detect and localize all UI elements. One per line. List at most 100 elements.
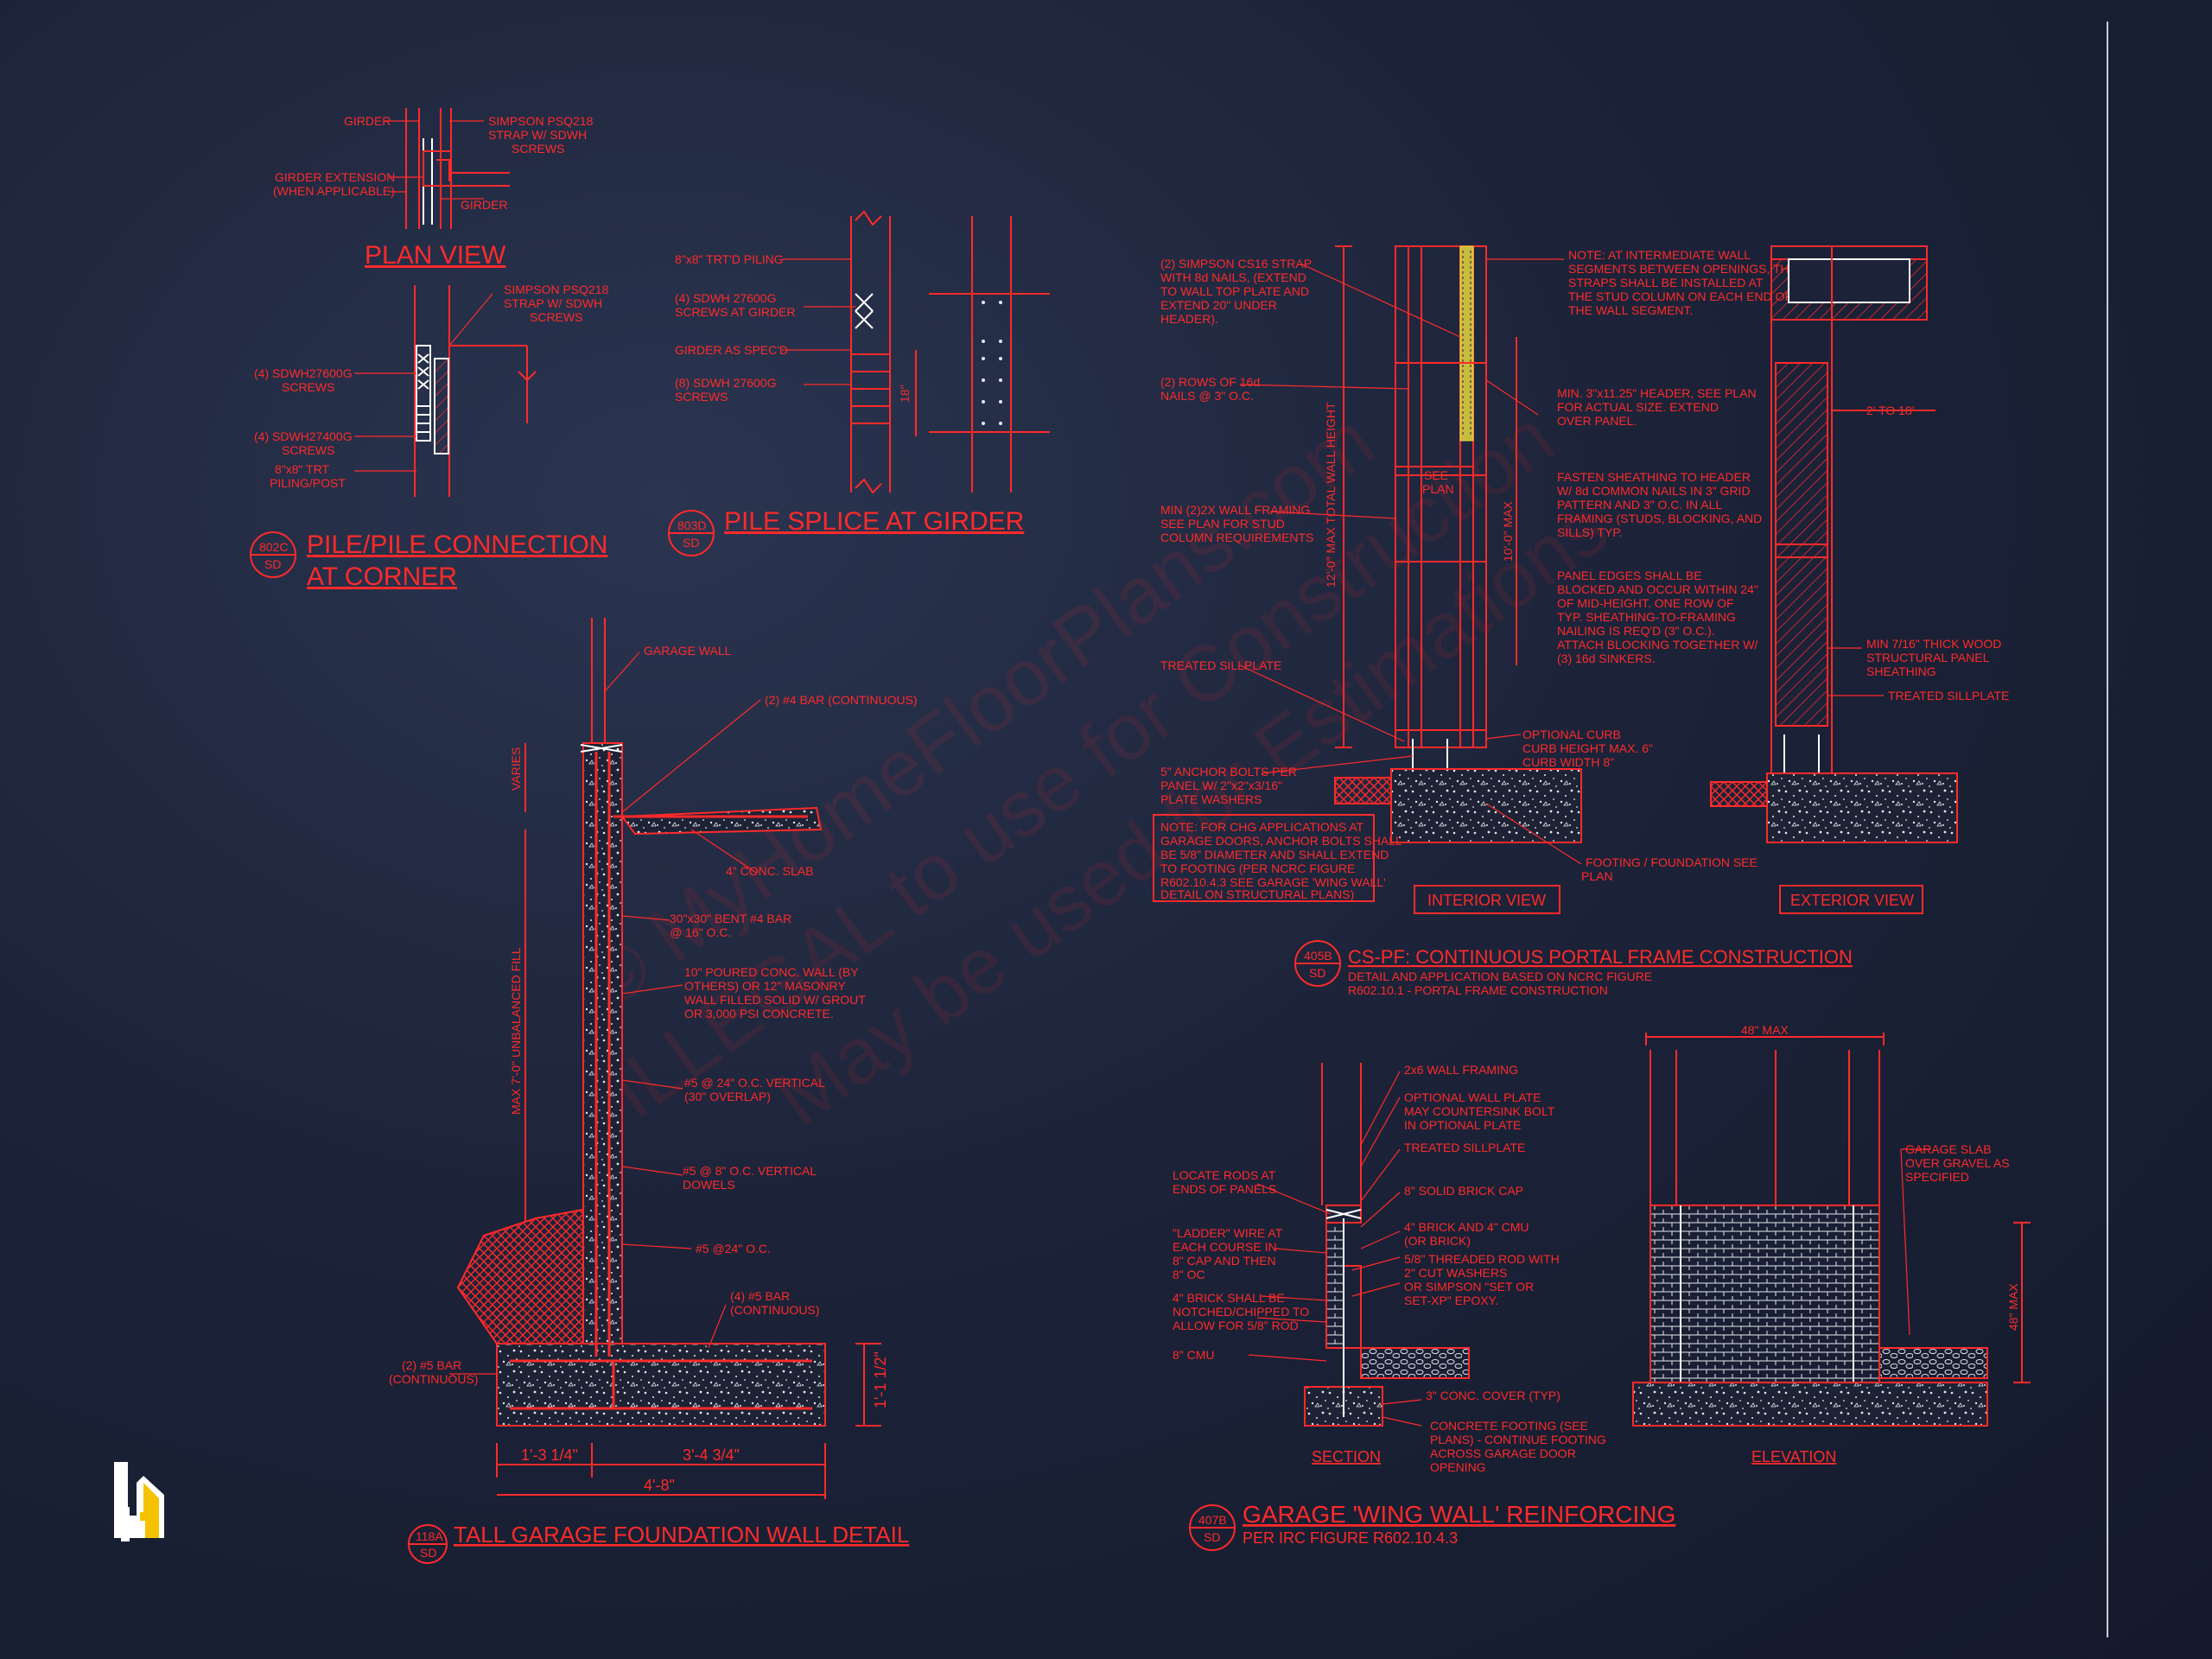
label-ladder-4: 8" OC	[1173, 1268, 1205, 1281]
panel-5: NAILING IS REQ'D (3" O.C.).	[1557, 624, 1715, 638]
footing-2: PLAN	[1581, 869, 1613, 883]
label-cs16-strap-4: EXTEND 20" UNDER	[1160, 298, 1277, 312]
topnote-2: SEGMENTS BETWEEN OPENINGS, THE	[1568, 262, 1797, 276]
topnote-5: THE WALL SEGMENT.	[1568, 303, 1693, 317]
sheath-1: MIN 7/16" THICK WOOD	[1866, 637, 2001, 651]
tag-118a-sheet: SD	[420, 1546, 436, 1560]
detail-803d: 18" 8"x8" TRT'D PILING (4) SDWH 27600G S…	[668, 210, 1050, 556]
label-opt: OPTIONAL WALL PLATE	[1404, 1090, 1541, 1104]
topnote-3: STRAPS SHALL BE INSTALLED AT	[1568, 276, 1764, 289]
label-rod-4: SET-XP" EPOXY.	[1404, 1294, 1498, 1307]
label-cs16-strap-5: HEADER).	[1160, 312, 1218, 326]
detail-118a: VARIES MAX 7'-0" UNBALANCED FILL GARAGE …	[389, 618, 918, 1564]
label-803-screws1-2: SCREWS AT GIRDER	[675, 305, 796, 319]
label-girder2: GIRDER	[461, 198, 507, 212]
tag-802c-sheet: SD	[264, 557, 281, 571]
label-dowels: #5 @ 8" O.C. VERTICAL	[683, 1164, 817, 1178]
label-notch-3: ALLOW FOR 5/8" ROD	[1173, 1319, 1299, 1332]
detail-118a-title: TALL GARAGE FOUNDATION WALL DETAIL	[454, 1522, 909, 1548]
dim-span: 2' TO 18'	[1866, 404, 1914, 417]
dim-3: 4'-8"	[644, 1477, 675, 1494]
fasten-3: PATTERN AND 3" O.C. IN ALL	[1557, 498, 1722, 512]
label-min-framing-2: SEE PLAN FOR STUD	[1160, 517, 1285, 531]
dim-fill: MAX 7'-0" UNBALANCED FILL	[509, 947, 523, 1115]
sheet-border-line	[2107, 22, 2108, 1637]
detail-405b-sub2: R602.10.1 - PORTAL FRAME CONSTRUCTION	[1348, 983, 1608, 997]
detail-802c: GIRDER SIMPSON PSQ218 STRAP W/ SDWH SCRE…	[250, 108, 609, 591]
label-garage-wall: GARAGE WALL	[644, 644, 732, 658]
panel-4: TYP. SHEATHING-TO-FRAMING	[1557, 610, 1736, 624]
label-girder-ext-2: (WHEN APPLICABLE)	[273, 184, 395, 198]
detail-405b-title: CS-PF: CONTINUOUS PORTAL FRAME CONSTRUCT…	[1348, 946, 1853, 968]
label-bar4: (4) #5 BAR	[730, 1289, 790, 1303]
label-rows-2: NAILS @ 3" O.C.	[1160, 389, 1254, 403]
label-anchor: 5" ANCHOR BOLTS PER	[1160, 765, 1297, 779]
house-logo-icon	[114, 1462, 164, 1541]
curb-3: CURB WIDTH 8"	[1522, 755, 1614, 769]
label-min-framing: MIN (2)2X WALL FRAMING	[1160, 503, 1310, 517]
label-strap1: SIMPSON PSQ218	[488, 114, 594, 128]
label-bar4-2: (CONTINUOUS)	[730, 1303, 819, 1317]
label-ftg: CONCRETE FOOTING (SEE	[1430, 1419, 1588, 1433]
label-piling: 8"x8" TRT'D PILING	[675, 252, 784, 266]
detail-803d-title: PILE SPLICE AT GIRDER	[724, 507, 1024, 536]
dim-2: 3'-4 3/4"	[683, 1446, 740, 1464]
topnote-1: NOTE: AT INTERMEDIATE WALL	[1568, 248, 1751, 262]
label-screws1: (4) SDWH27600G	[254, 366, 353, 380]
panel-7: (3) 16d SINKERS.	[1557, 652, 1656, 665]
detail-802c-title-2: AT CORNER	[307, 563, 457, 591]
fasten-2: W/ 8d COMMON NAILS IN 3" GRID	[1557, 484, 1751, 498]
tag-803d-number: 803D	[677, 518, 706, 532]
tag-118a-number: 118A	[416, 1529, 443, 1543]
dim-wall-height: 12'-0" MAX TOTAL WALL HEIGHT	[1324, 402, 1338, 588]
sheath-3: SHEATHING	[1866, 664, 1936, 678]
tag-407b-sheet: SD	[1204, 1530, 1220, 1544]
detail-407b-title: GARAGE 'WING WALL' REINFORCING	[1243, 1501, 1675, 1528]
curb-2: CURB HEIGHT MAX. 6"	[1522, 741, 1653, 755]
label-ftg-3: ACROSS GARAGE DOOR	[1430, 1446, 1576, 1460]
label-rod-3: OR SIMPSON "SET OR	[1404, 1280, 1534, 1294]
label-anchor-3: PLATE WASHERS	[1160, 792, 1262, 806]
sheath-2: STRUCTURAL PANEL	[1866, 651, 1990, 664]
label-bar-cont: (2) #4 BAR (CONTINUOUS)	[765, 693, 918, 707]
label-pile: 8"x8" TRT	[275, 462, 330, 476]
curb-1: OPTIONAL CURB	[1522, 728, 1621, 741]
label-girder: GIRDER	[344, 114, 391, 128]
detail-407b: LOCATE RODS AT ENDS OF PANELS "LADDER" W…	[1173, 1023, 2031, 1551]
label-cs16-strap-3: TO WALL TOP PLATE AND	[1160, 284, 1309, 298]
label-wall-4: OR 3,000 PSI CONCRETE.	[684, 1007, 834, 1020]
label-slab: 4" CONC. SLAB	[726, 864, 813, 878]
tag-405b-sheet: SD	[1309, 966, 1325, 980]
elevation-label: ELEVATION	[1751, 1448, 1836, 1465]
label-garage-slab: GARAGE SLAB	[1905, 1142, 1992, 1156]
label-vertical-2: (30" OVERLAP)	[684, 1090, 771, 1103]
detail-407b-sub: PER IRC FIGURE R602.10.4.3	[1243, 1529, 1458, 1547]
note-1: NOTE: FOR CHG APPLICATIONS AT	[1160, 820, 1364, 834]
footing-1: FOOTING / FOUNDATION SEE	[1586, 855, 1758, 869]
label-locate: LOCATE RODS AT	[1173, 1168, 1276, 1182]
tag-802c-number: 802C	[259, 540, 288, 554]
label-dowels-2: DOWELS	[683, 1178, 735, 1192]
interior-view-label: INTERIOR VIEW	[1427, 892, 1546, 909]
label-407-sill: TREATED SILLPLATE	[1404, 1141, 1525, 1154]
label-wall-2: OTHERS) OR 12" MASONRY	[684, 979, 846, 993]
dim-varies: VARIES	[509, 747, 523, 791]
label-803-screws2: (8) SDWH 27600G	[675, 376, 776, 390]
label-anchor-2: PANEL W/ 2"x2"x3/16"	[1160, 779, 1282, 792]
exterior-view-label: EXTERIOR VIEW	[1790, 892, 1914, 909]
panel-2: BLOCKED AND OCCUR WITHIN 24"	[1557, 582, 1758, 596]
label-strap2-2: STRAP W/ SDWH	[504, 296, 602, 310]
label-ladder-3: 8" CAP AND THEN	[1173, 1254, 1276, 1268]
label-garage-slab-3: SPECIFIED	[1905, 1170, 1969, 1184]
label-ftg-4: OPENING	[1430, 1460, 1486, 1474]
label-803-screws2-2: SCREWS	[675, 390, 728, 404]
label-opt-2: MAY COUNTERSINK BOLT	[1404, 1104, 1555, 1118]
label-strap1-2: STRAP W/ SDWH	[488, 128, 587, 142]
label-screws2-2: SCREWS	[282, 443, 334, 457]
label-locate-2: ENDS OF PANELS	[1173, 1182, 1276, 1196]
dim-4: 1'-1 1/2"	[872, 1351, 889, 1408]
sill-2: TREATED SILLPLATE	[1888, 689, 2009, 702]
label-bent-2: @ 16" O.C.	[670, 925, 731, 939]
label-bent: 30"x30" BENT #4 BAR	[670, 912, 791, 925]
